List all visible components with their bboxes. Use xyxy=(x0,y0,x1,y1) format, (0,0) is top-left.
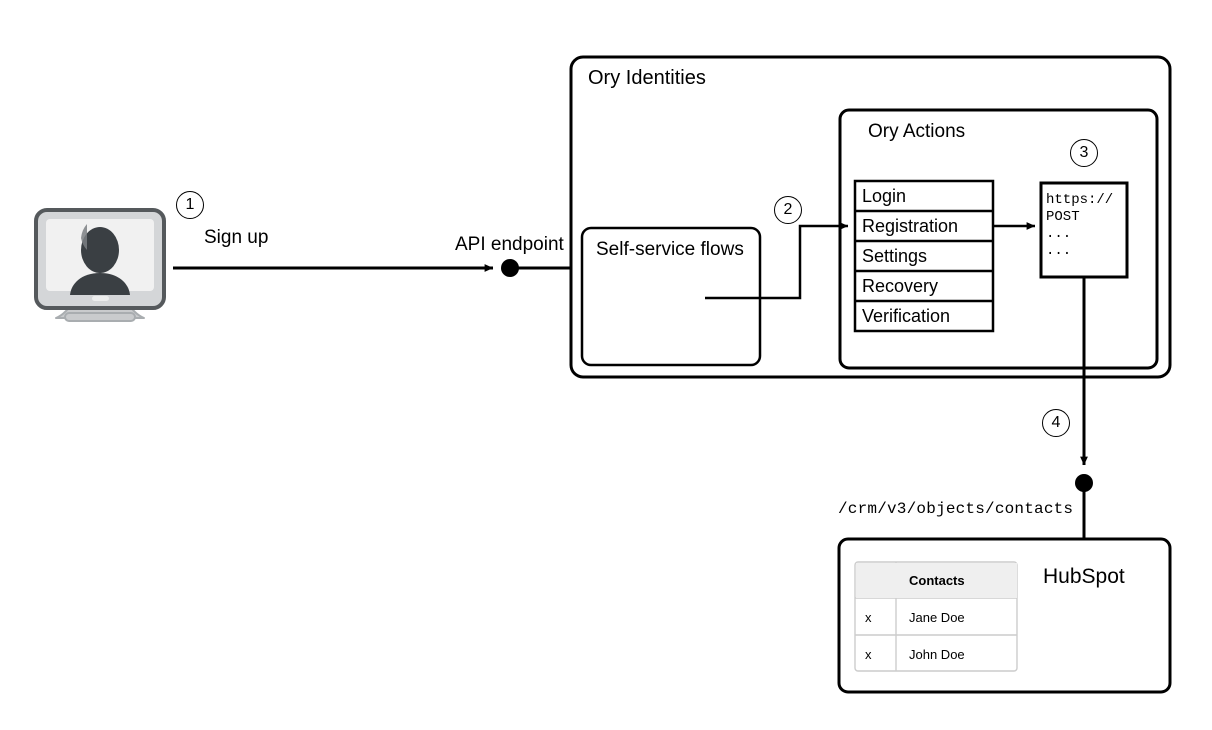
contacts-row-1-name: Jane Doe xyxy=(909,609,965,625)
flow-item-verification[interactable]: Verification xyxy=(862,306,951,326)
ory-identities-title: Ory Identities xyxy=(588,67,706,89)
webhook-line-url: https:// xyxy=(1046,192,1114,208)
contacts-table-header-contacts: Contacts xyxy=(896,563,1017,598)
step-badge-3: 3 xyxy=(1070,139,1098,167)
crm-path-label: /crm/v3/objects/contacts xyxy=(838,500,1074,518)
step-badge-2: 2 xyxy=(774,196,802,224)
webhook-line-ellipsis-1: ... xyxy=(1046,226,1072,242)
flow-list-box xyxy=(853,179,995,333)
self-service-to-registration-connector xyxy=(705,222,849,300)
flow-item-recovery[interactable]: Recovery xyxy=(862,276,939,296)
contacts-table-header-blank xyxy=(856,563,896,598)
monitor-user-icon xyxy=(34,208,166,322)
sign-up-label: Sign up xyxy=(204,227,269,248)
step-badge-1: 1 xyxy=(176,191,204,219)
self-service-flows-title: Self-service flows xyxy=(596,239,744,260)
api-endpoint-label: API endpoint xyxy=(455,234,564,255)
api-endpoint-dot xyxy=(501,259,519,277)
flow-item-registration[interactable]: Registration xyxy=(862,216,959,236)
self-service-flows-box xyxy=(580,226,762,367)
hubspot-title: HubSpot xyxy=(1043,565,1125,588)
webhook-code-box xyxy=(1039,181,1129,279)
webhook-line-ellipsis-2: ... xyxy=(1046,243,1072,259)
contacts-row-2-name: John Doe xyxy=(909,646,965,662)
flow-item-settings[interactable]: Settings xyxy=(862,246,928,266)
webhook-line-method: POST xyxy=(1046,209,1080,225)
contacts-row-2-mark[interactable]: x xyxy=(865,646,872,662)
flow-item-login[interactable]: Login xyxy=(862,186,907,206)
ory-actions-title: Ory Actions xyxy=(868,121,966,142)
contacts-row-1-mark[interactable]: x xyxy=(865,609,872,625)
step-badge-4: 4 xyxy=(1042,409,1070,437)
